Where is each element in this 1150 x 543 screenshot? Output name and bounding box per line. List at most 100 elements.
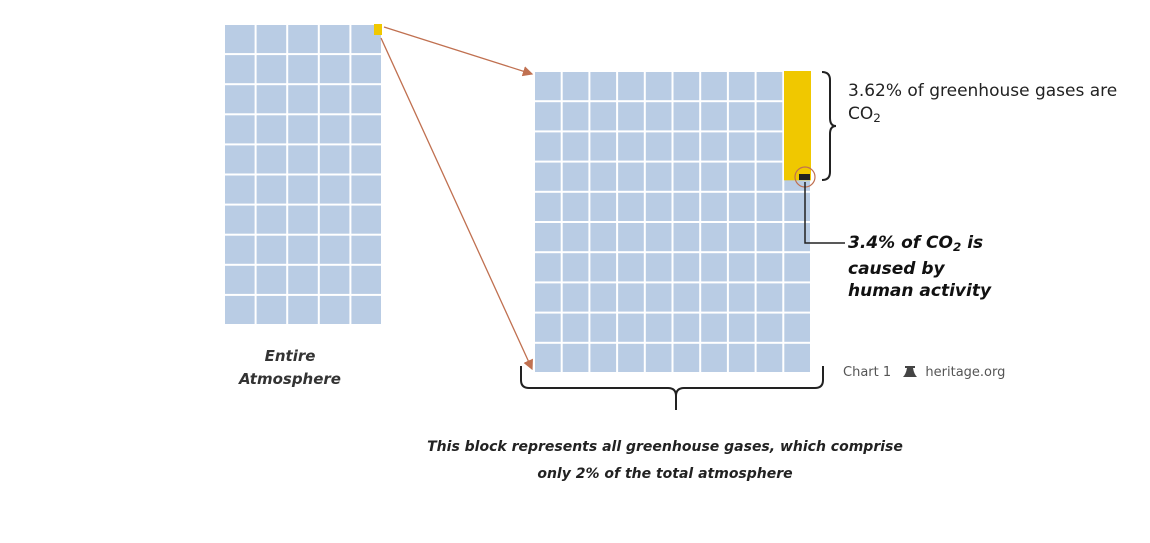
grid-cell	[319, 295, 350, 324]
grid-cell	[562, 192, 589, 221]
greenhouse-gases-block	[374, 24, 382, 35]
grid-cell	[618, 253, 644, 282]
grid-cell	[701, 283, 727, 312]
grid-cell	[728, 192, 755, 221]
grid-cell	[319, 115, 350, 144]
grid-cell	[728, 253, 755, 282]
human-share-rest: is caused by human activity	[848, 233, 992, 301]
grid-cell	[673, 162, 700, 191]
co2-share-label: 3.62% of greenhouse gases are CO2	[848, 80, 1117, 130]
grid-cell	[319, 55, 350, 84]
grid-cell	[756, 72, 783, 101]
grid-cell	[590, 223, 617, 252]
grid-cell	[535, 102, 561, 131]
grid-cell	[590, 313, 617, 342]
grid-cell	[562, 132, 589, 161]
grid-cell	[756, 102, 783, 131]
grid-cell	[673, 283, 700, 312]
grid-cell	[701, 162, 727, 191]
grid-cell	[288, 55, 318, 84]
grid-cell	[701, 223, 727, 252]
grid-cell	[784, 253, 810, 282]
grid-cell	[728, 72, 755, 101]
grid-cell	[319, 265, 350, 294]
grid-cell	[225, 205, 255, 234]
source-label: heritage.org	[925, 365, 1006, 380]
grid-cell	[701, 192, 727, 221]
grid-cell	[535, 253, 561, 282]
grid-cell	[784, 343, 810, 372]
grid-cell	[562, 102, 589, 131]
grid-cell	[225, 115, 255, 144]
grid-cell	[590, 162, 617, 191]
atmosphere-grid	[224, 24, 382, 325]
grid-cell	[645, 253, 672, 282]
grid-cell	[701, 343, 727, 372]
grid-cell	[618, 343, 644, 372]
grid-cell	[728, 102, 755, 131]
grid-cell	[225, 85, 255, 114]
greenhouse-grid	[534, 71, 811, 373]
grid-cell	[618, 162, 644, 191]
grid-cell	[784, 192, 810, 221]
grid-cell	[535, 162, 561, 191]
grid-cell	[256, 175, 287, 204]
grid-cell	[562, 313, 589, 342]
grid-cell	[319, 235, 350, 264]
grid-cell	[784, 283, 810, 312]
grid-cell	[645, 72, 672, 101]
grid-cell	[756, 192, 783, 221]
grid-cell	[319, 145, 350, 174]
grid-cell	[256, 235, 287, 264]
zoom-arrow-top	[383, 26, 534, 77]
grid-cell	[256, 25, 287, 54]
grid-cell	[590, 192, 617, 221]
grid-cell	[319, 25, 350, 54]
grid-cell	[288, 25, 318, 54]
grid-cell	[673, 192, 700, 221]
grid-cell	[618, 132, 644, 161]
grid-cell	[756, 253, 783, 282]
grid-cell	[351, 55, 381, 84]
co2-block	[784, 71, 811, 181]
grid-cell	[351, 85, 381, 114]
human-co2-callout-line	[804, 182, 845, 244]
grid-cell	[288, 175, 318, 204]
grid-cell	[618, 313, 644, 342]
grid-cell	[288, 205, 318, 234]
grid-cell	[645, 313, 672, 342]
grid-cell	[728, 162, 755, 191]
grid-cell	[256, 265, 287, 294]
grid-cell	[256, 145, 287, 174]
grid-cell	[645, 132, 672, 161]
human-share-label: 3.4% of CO2 is caused by human activity	[848, 232, 1008, 302]
grid-cell	[645, 343, 672, 372]
entire-atmosphere-label: Entire Atmosphere	[239, 347, 341, 388]
grid-cell	[728, 313, 755, 342]
grid-cell	[288, 85, 318, 114]
co2-subscript: 2	[873, 111, 881, 125]
grid-cell	[225, 145, 255, 174]
grid-cell	[673, 343, 700, 372]
grid-cell	[562, 162, 589, 191]
grid-cell	[351, 145, 381, 174]
grid-cell	[225, 25, 255, 54]
grid-cell	[319, 205, 350, 234]
grid-cell	[645, 223, 672, 252]
grid-cell	[673, 72, 700, 101]
co2-brace	[821, 71, 837, 181]
grid-cell	[351, 205, 381, 234]
grid-cell	[562, 72, 589, 101]
grid-cell	[618, 192, 644, 221]
grid-cell	[673, 132, 700, 161]
grid-cell	[319, 85, 350, 114]
grid-cell	[535, 343, 561, 372]
grid-cell	[535, 72, 561, 101]
human-co2-block	[799, 174, 810, 180]
grid-cell	[256, 85, 287, 114]
grid-cell	[590, 102, 617, 131]
grid-cell	[256, 205, 287, 234]
grid-cell	[701, 313, 727, 342]
grid-cell	[645, 283, 672, 312]
